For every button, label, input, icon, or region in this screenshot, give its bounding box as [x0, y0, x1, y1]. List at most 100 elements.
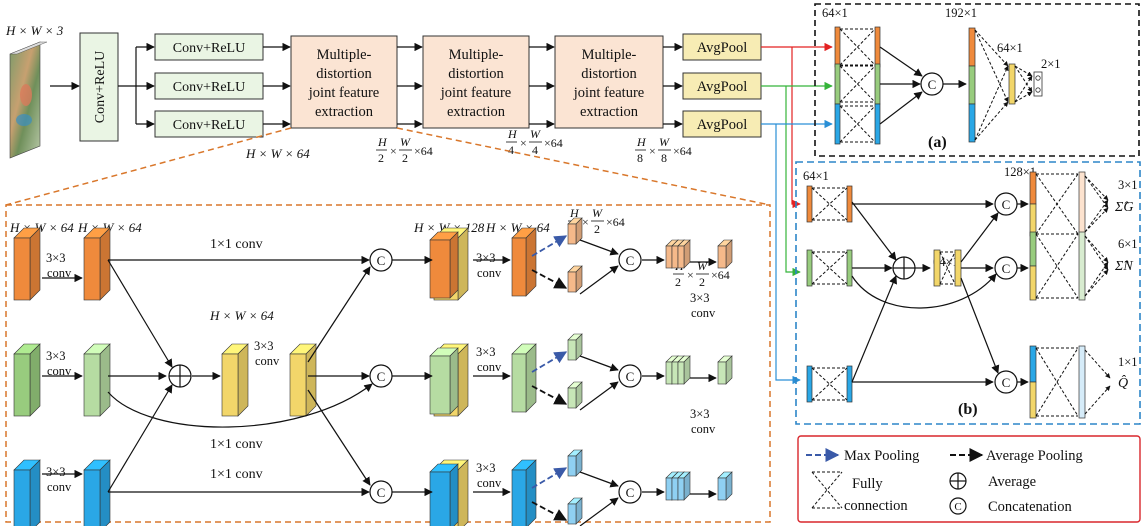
- panel-b-out-g-dim: 3×1: [1118, 178, 1138, 192]
- conv3x3-label-6: 3×3: [476, 461, 496, 475]
- conv3x3-label-conv-8: conv: [691, 422, 716, 436]
- svg-text:W: W: [530, 127, 541, 141]
- svg-text:H: H: [636, 135, 647, 149]
- svg-text:Conv+ReLU: Conv+ReLU: [173, 41, 245, 56]
- avgpool-map-orange: [567, 265, 583, 293]
- svg-text:×: ×: [390, 144, 397, 158]
- dim-eighth: H 8 × W 8 ×64: [635, 135, 692, 165]
- conv3x3-label-5: 3×3: [476, 345, 496, 359]
- panel-b-out-q: Q̂: [1118, 375, 1128, 391]
- svg-text:Conv+ReLU: Conv+ReLU: [173, 118, 245, 133]
- panel-a-fc-green: [834, 63, 881, 105]
- svg-text:×: ×: [649, 144, 656, 158]
- detail-concat-4: C: [618, 248, 642, 272]
- out-map-green: [717, 355, 733, 385]
- conv1x1-mid-label: 1×1 conv: [210, 437, 263, 452]
- legend-connection: connection: [844, 498, 908, 514]
- fused-map-green: [511, 343, 537, 413]
- concat-symbol-icon: C: [949, 497, 967, 515]
- svg-text:W: W: [400, 135, 411, 149]
- detail-connections: [42, 239, 717, 526]
- panel-b-head-g: [1029, 171, 1109, 237]
- zoom-line-right: [396, 127, 771, 206]
- conv3x3-labels: 3×3conv3×3conv3×3conv3×3conv3×3conv3×3co…: [46, 251, 716, 494]
- panel-b-fc-green: [806, 249, 853, 287]
- svg-text:AvgPool: AvgPool: [697, 79, 748, 95]
- svg-text:×64: ×64: [711, 268, 730, 282]
- svg-text:×64: ×64: [544, 136, 563, 150]
- concat-map-front-blue: [429, 463, 459, 526]
- maxpool-map-green: [567, 333, 583, 361]
- fully-connection-icon: [811, 471, 843, 509]
- detail-concat-5: C: [618, 364, 642, 388]
- conv3x3-label-conv-3: conv: [255, 354, 280, 368]
- detail-concat-3: C: [369, 480, 393, 504]
- out-map-blue: [717, 471, 733, 501]
- conv3x3-label-conv-7: conv: [691, 306, 716, 320]
- svg-text:Multiple-: Multiple-: [449, 47, 504, 63]
- conv3x3-label-conv-5: conv: [477, 360, 502, 374]
- mdjfe-block-2: Multiple- distortion joint feature extra…: [422, 35, 530, 129]
- svg-text:H: H: [377, 135, 388, 149]
- svg-text:×64: ×64: [673, 144, 692, 158]
- average-symbol-icon: [949, 472, 967, 490]
- concat-small-3-green: [677, 355, 691, 385]
- svg-text:2: 2: [402, 151, 408, 165]
- legend-max-pooling: Max Pooling: [844, 448, 919, 464]
- panel-a-frame: [814, 3, 1140, 157]
- conv-map-blue: [83, 459, 111, 526]
- svg-text:joint feature: joint feature: [308, 85, 379, 101]
- conv3x3-label-conv-6: conv: [477, 476, 502, 490]
- conv-relu-block-1: Conv+ReLU: [154, 33, 264, 61]
- panel-a-output-2: [1033, 71, 1043, 97]
- svg-text:Conv+ReLU: Conv+ReLU: [173, 80, 245, 95]
- input-map-orange: [13, 227, 41, 301]
- panel-a-concat: C: [920, 72, 944, 96]
- panel-a-vector-192: [968, 27, 976, 143]
- avgpool-map-blue: [567, 497, 583, 525]
- svg-text:W: W: [659, 135, 670, 149]
- panel-b-out-q-dim: 1×1: [1118, 355, 1138, 369]
- conv1x1-top-label: 1×1 conv: [210, 237, 263, 252]
- mdjfe-block-1: Multiple- distortion joint feature extra…: [290, 35, 398, 129]
- conv3x3-label-4: 3×3: [476, 251, 496, 265]
- conv3x3-label-conv-2: conv: [47, 480, 72, 494]
- conv3x3-label-8: 3×3: [690, 407, 710, 421]
- svg-text:×: ×: [687, 268, 694, 282]
- svg-text:extraction: extraction: [315, 104, 374, 120]
- maxpool-map-blue: [567, 449, 583, 477]
- detail-dim-avg: H × W × 64: [209, 308, 274, 323]
- conv3x3-label-7: 3×3: [690, 291, 710, 305]
- svg-text:distortion: distortion: [316, 66, 372, 82]
- svg-text:extraction: extraction: [580, 104, 639, 120]
- svg-text:2: 2: [699, 275, 705, 289]
- fused-map-orange: [511, 227, 537, 297]
- panel-a-vector-64: [1008, 63, 1016, 105]
- detail-concat-6: C: [618, 480, 642, 504]
- svg-text:8: 8: [661, 151, 667, 165]
- svg-text:joint feature: joint feature: [573, 85, 644, 101]
- panel-a-fc-orange: [834, 26, 881, 68]
- avgpool-2: AvgPool: [682, 72, 762, 100]
- concat-small-3-orange: [677, 239, 691, 269]
- svg-text:C: C: [954, 501, 961, 513]
- svg-text:C: C: [626, 369, 635, 384]
- svg-text:C: C: [377, 485, 386, 500]
- concat-small-3-blue: [677, 471, 691, 501]
- avgpool-3: AvgPool: [682, 110, 762, 138]
- legend-average: Average: [988, 474, 1036, 490]
- svg-text:2: 2: [378, 151, 384, 165]
- panel-a-fc-layers: [834, 26, 881, 145]
- svg-text:8: 8: [637, 151, 643, 165]
- svg-text:C: C: [377, 369, 386, 384]
- svg-text:H: H: [507, 127, 518, 141]
- panel-a-fc-blue: [834, 103, 881, 145]
- panel-b-dim-64: 64×1: [803, 169, 829, 183]
- panel-a-dim-64: 64×1: [822, 6, 848, 20]
- conv1x1-bot-label: 1×1 conv: [210, 467, 263, 482]
- input-image: [9, 41, 48, 159]
- svg-text:×: ×: [582, 215, 589, 229]
- panel-a-dim-192: 192×1: [945, 6, 977, 20]
- panel-b-head-q: [1029, 345, 1111, 419]
- panel-b-label: (b): [958, 401, 978, 418]
